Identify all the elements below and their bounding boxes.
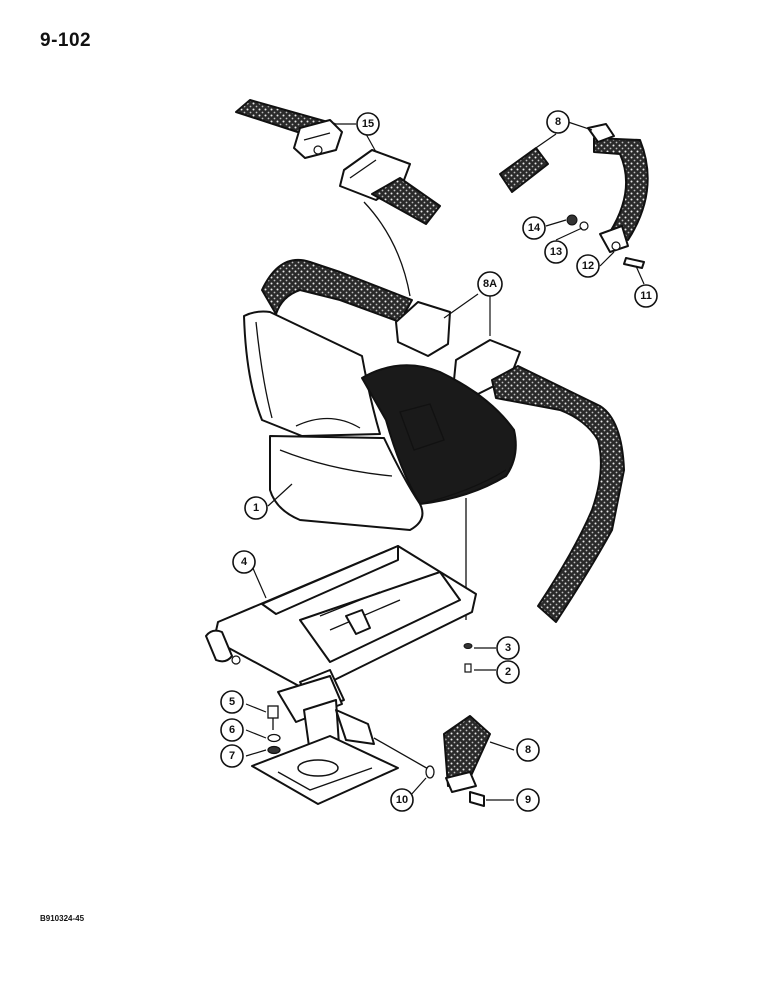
svg-text:14: 14 [528, 222, 541, 234]
svg-text:6: 6 [229, 724, 235, 736]
svg-text:5: 5 [229, 696, 235, 708]
callout-13: 13 [544, 240, 568, 264]
seat-and-belt [243, 258, 625, 623]
callout-7: 7 [220, 744, 244, 768]
svg-text:12: 12 [582, 260, 594, 272]
svg-text:9: 9 [525, 794, 531, 806]
callout-8a: 8A [477, 271, 503, 297]
svg-text:8A: 8A [483, 278, 497, 290]
callout-8-lower: 8 [516, 738, 540, 762]
assembly-arc [363, 201, 411, 297]
screw-2 [464, 663, 472, 673]
callout-12: 12 [576, 254, 600, 278]
belt-assembly-lower [443, 715, 491, 807]
callout-8-upper: 8 [546, 110, 570, 134]
svg-text:4: 4 [241, 556, 248, 568]
svg-text:8: 8 [555, 116, 561, 128]
belt-assembly-upper-left [235, 99, 441, 225]
callout-4: 4 [232, 550, 256, 574]
figure-code: B910324-45 [40, 914, 85, 923]
svg-text:13: 13 [550, 246, 562, 258]
callout-10: 10 [390, 788, 414, 812]
washer-3 [463, 643, 473, 649]
seat-pedestal [251, 675, 399, 805]
guide-line-pin [373, 737, 431, 771]
svg-text:10: 10 [396, 794, 408, 806]
svg-text:1: 1 [253, 502, 259, 514]
callout-15: 15 [356, 112, 380, 136]
callout-9: 9 [516, 788, 540, 812]
belt-assembly-upper-right [499, 123, 649, 269]
callout-11: 11 [634, 284, 658, 308]
leader-lines [245, 121, 645, 801]
callout-14: 14 [522, 216, 546, 240]
callout-3: 3 [496, 636, 520, 660]
callout-1: 1 [244, 496, 268, 520]
svg-text:8: 8 [525, 744, 531, 756]
svg-text:15: 15 [362, 118, 374, 130]
svg-text:11: 11 [640, 290, 652, 302]
callout-5: 5 [220, 690, 244, 714]
svg-text:3: 3 [505, 642, 511, 654]
callout-6: 6 [220, 718, 244, 742]
page-number: 9-102 [40, 30, 92, 51]
washer-10 [425, 765, 435, 779]
svg-text:7: 7 [229, 750, 235, 762]
callout-2: 2 [496, 660, 520, 684]
svg-text:2: 2 [505, 666, 511, 678]
